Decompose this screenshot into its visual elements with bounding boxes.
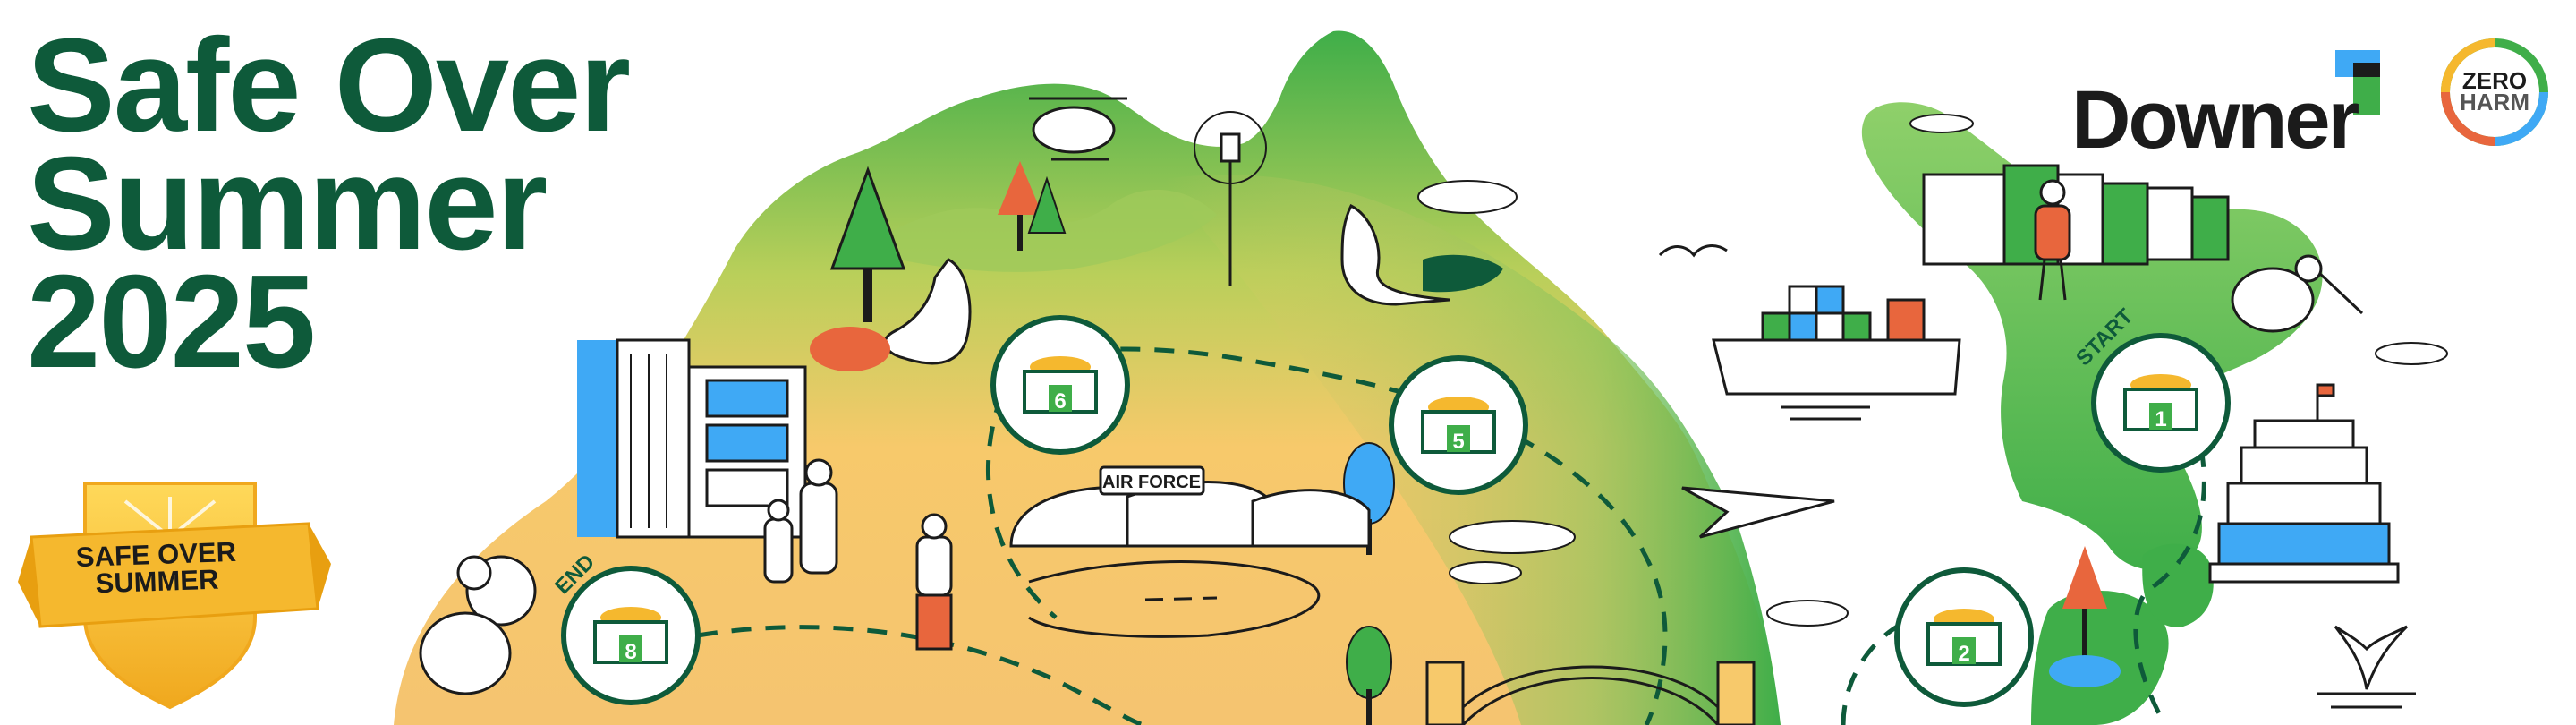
zero-harm-line-2: HARM bbox=[2460, 89, 2529, 115]
orange-tree bbox=[998, 161, 1067, 251]
page-title: Safe Over Summer 2025 bbox=[27, 12, 631, 396]
checkpoint-chest-8 bbox=[561, 566, 701, 705]
checkpoint-chest-1 bbox=[2091, 333, 2231, 473]
downer-mark-dark bbox=[2353, 63, 2380, 77]
seagull bbox=[1658, 244, 1728, 258]
pine-tree bbox=[829, 166, 906, 322]
zero-harm-logo bbox=[2441, 38, 2548, 146]
checkpoint-number-6: 6 bbox=[1054, 389, 1066, 414]
downer-logo: Downer bbox=[2071, 74, 2359, 166]
air-force-hangar bbox=[1009, 465, 1371, 548]
kangaroo-right bbox=[1340, 203, 1503, 306]
orange-tree-nz bbox=[2049, 546, 2121, 687]
whale-tail bbox=[2317, 625, 2416, 709]
apartment-buildings bbox=[577, 338, 807, 539]
cargo-ship bbox=[1712, 285, 1961, 421]
workers-group bbox=[763, 458, 953, 651]
title-line-2: Summer bbox=[27, 130, 548, 277]
green-tree-bottom bbox=[1346, 626, 1392, 725]
clouds bbox=[1417, 114, 2448, 627]
koala bbox=[419, 555, 537, 695]
hangar-sign: AIR FORCE bbox=[1102, 473, 1201, 492]
title-line-1: Safe Over bbox=[27, 12, 631, 159]
zero-harm-text: ZERO HARM bbox=[2438, 67, 2551, 115]
harbour-bridge bbox=[1425, 661, 1756, 725]
nz-worker bbox=[2034, 179, 2071, 301]
antenna-tower bbox=[1194, 111, 1267, 286]
airstrip bbox=[1028, 560, 1321, 638]
kangaroo-left bbox=[810, 258, 972, 371]
checkpoint-number-8: 8 bbox=[625, 640, 636, 664]
title-line-3: 2025 bbox=[27, 248, 316, 396]
checkpoint-number-1: 1 bbox=[2155, 407, 2166, 431]
checkpoint-chest-2 bbox=[1894, 567, 2034, 707]
beehive-building bbox=[2208, 383, 2400, 584]
checkpoint-number-2: 2 bbox=[1958, 642, 1969, 666]
checkpoint-number-5: 5 bbox=[1452, 430, 1464, 454]
helicopter bbox=[1029, 97, 1127, 161]
checkpoint-chest-5 bbox=[1389, 355, 1528, 495]
badge-label: SAFE OVER SUMMER bbox=[38, 536, 275, 599]
checkpoint-chest-6 bbox=[990, 315, 1130, 455]
nz-city-buildings bbox=[1922, 164, 2230, 266]
kiwi-bird bbox=[2231, 254, 2364, 333]
safe-over-summer-badge bbox=[18, 482, 331, 710]
jet-plane bbox=[1681, 486, 1835, 539]
zero-harm-line-1: ZERO bbox=[2461, 67, 2528, 94]
